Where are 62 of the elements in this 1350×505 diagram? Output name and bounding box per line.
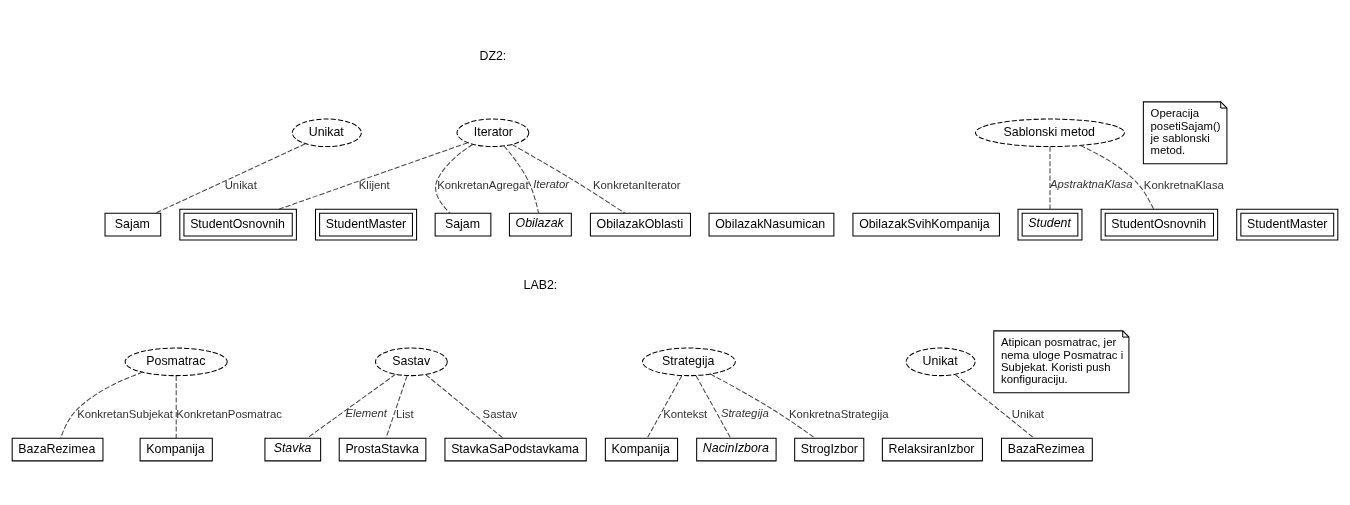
connector [306, 373, 396, 438]
label: LAB2: [523, 277, 558, 292]
edge-label: KonkretnaKlasa [1143, 178, 1224, 191]
node-box: ObilazakSvihKompanija [852, 212, 1000, 236]
label: DZ2: [479, 48, 507, 63]
edge-label: Strategija [720, 406, 769, 419]
node-ellipse: Sastav [375, 347, 448, 376]
connector [646, 374, 683, 439]
edge-label: Sastav [482, 407, 518, 420]
connector [154, 142, 306, 214]
connector [503, 145, 540, 214]
node-ellipse: Unikat [291, 118, 362, 147]
edge-label: Unikat [1011, 407, 1044, 420]
node-box: ObilazakNasumican [708, 212, 835, 236]
connector [511, 143, 626, 214]
edge-label: KonkretanSubjekat [77, 407, 173, 420]
edge-label: Klijent [358, 178, 390, 191]
node-box: Sajam [434, 212, 492, 236]
edge-label: KonkretanIterator [592, 178, 681, 191]
connector [175, 374, 177, 439]
node-box: StudentMaster [1236, 208, 1339, 241]
node-ellipse: Sablonski metod [974, 118, 1126, 147]
node-box: StudentMaster [314, 208, 418, 241]
edge-label: KonkretanPosmatrac [176, 407, 282, 420]
edge-label: KonkretnaStrategija [789, 407, 889, 420]
node-box: Stavka [264, 437, 322, 461]
connector [60, 371, 144, 438]
node-ellipse: Unikat [905, 347, 976, 376]
connector [1049, 145, 1051, 209]
edge-label: ApstraktnaKlasa [1050, 177, 1133, 190]
node-box: Kompanija [139, 437, 213, 461]
node-box: Student [1017, 208, 1083, 241]
node-box: Obilazak [508, 212, 572, 236]
connector [1079, 144, 1154, 209]
node-box: NacinIzbora [696, 437, 777, 461]
node-box: RelaksiranIzbor [881, 437, 983, 461]
connector [278, 141, 469, 210]
connector [954, 373, 1035, 439]
edge-label: Element [345, 406, 387, 419]
connector [435, 143, 474, 214]
node-box: StudentOsnovnih [179, 208, 297, 241]
node-box: Sajam [104, 212, 162, 236]
node-box: BazaRezimea [11, 437, 104, 461]
node-box: StrogIzbor [794, 437, 865, 461]
node-ellipse: Posmatrac [124, 347, 228, 376]
node-box: StavkaSaPodstavkama [444, 437, 587, 461]
node-ellipse: Strategija [641, 347, 736, 376]
node-box: ObilazakOblasti [589, 212, 691, 236]
connector [710, 373, 816, 439]
edge-label: KonkretanAgregat [437, 178, 529, 191]
edge-label: Kontekst [663, 407, 708, 420]
connector [385, 374, 408, 439]
node-box: StudentOsnovnih [1100, 208, 1219, 241]
node-box: ProstaStavka [338, 437, 427, 461]
edge-label: List [395, 407, 414, 420]
connector [425, 373, 504, 439]
node-box: BazaRezimea [1001, 437, 1093, 461]
edge-label: Iterator [533, 177, 570, 190]
node-ellipse: Iterator [456, 118, 530, 147]
node-box: Kompanija [604, 437, 679, 461]
edge-label: Unikat [224, 178, 257, 191]
connector [695, 374, 732, 439]
